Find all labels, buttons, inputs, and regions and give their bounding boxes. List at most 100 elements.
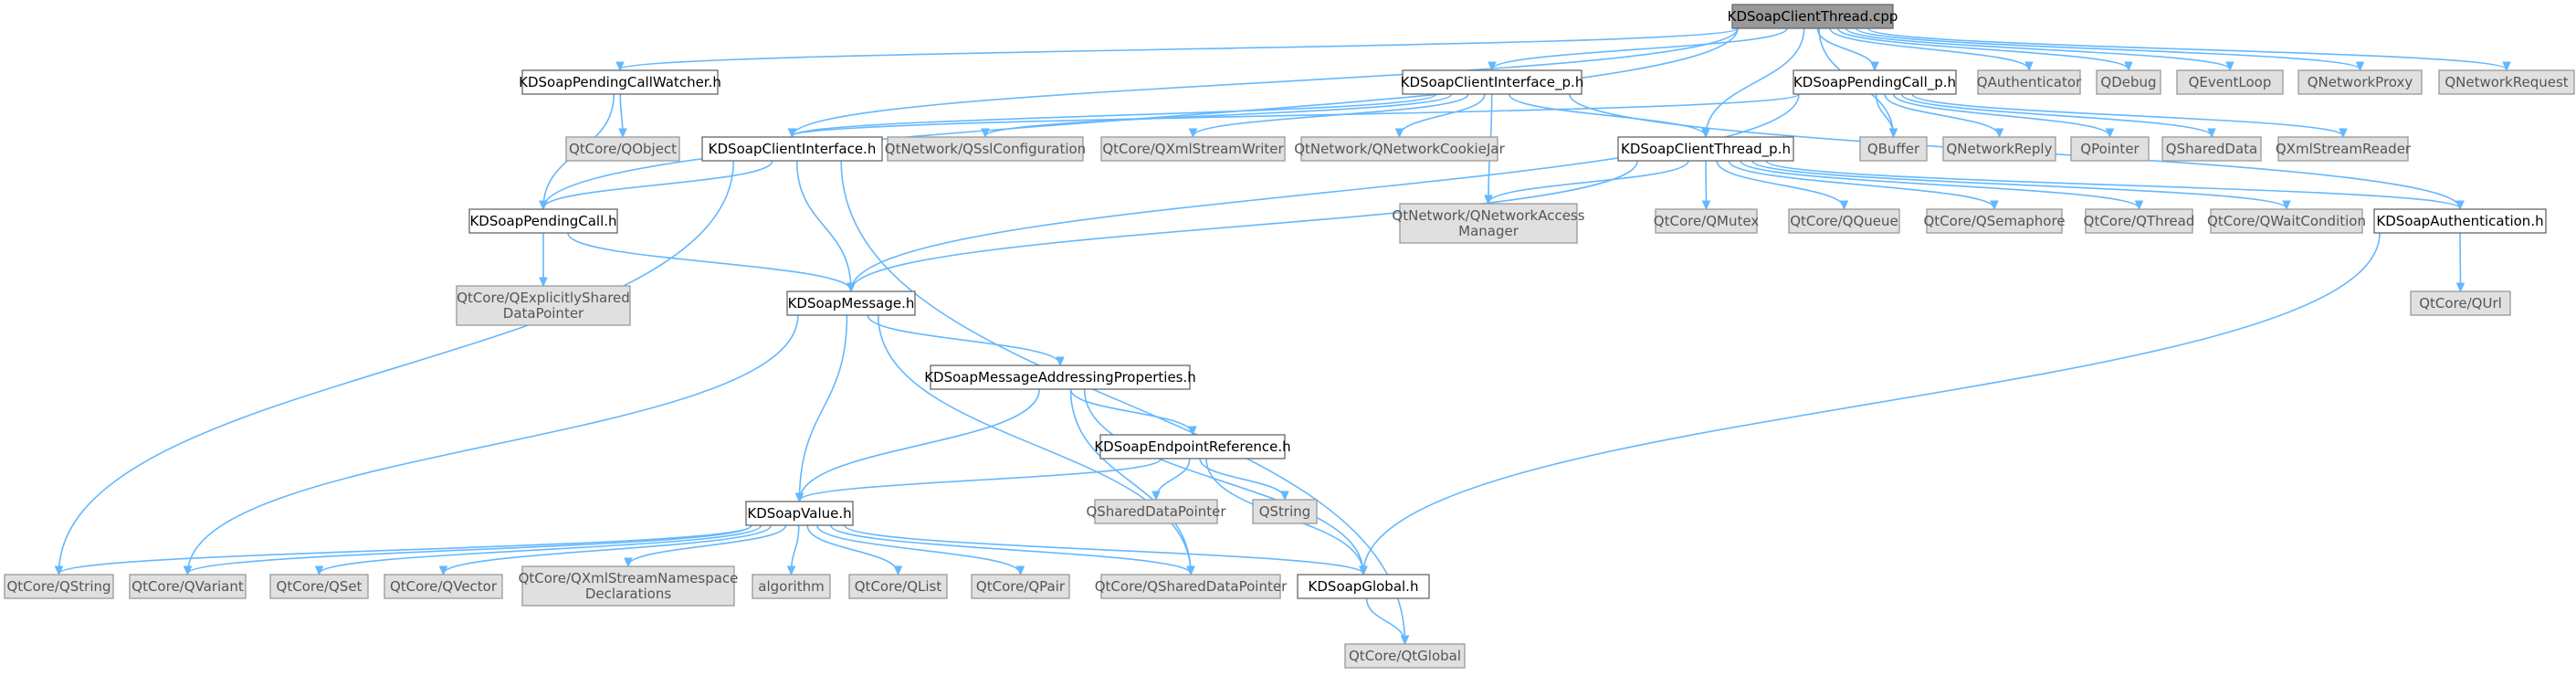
node-label: KDSoapMessage.h bbox=[788, 295, 915, 312]
arrowhead-root-to-qdebug bbox=[2124, 61, 2133, 72]
arrowhead-val-to-qvar bbox=[183, 565, 193, 576]
node-box bbox=[2438, 69, 2575, 95]
edge-root-to-qauth bbox=[1829, 27, 2030, 70]
node-label: QtCore/QVector bbox=[390, 578, 498, 595]
node-label: QtNetwork/QSslConfiguration bbox=[885, 141, 1086, 157]
edge-val-to-qcstr bbox=[58, 524, 752, 575]
node-box bbox=[1977, 69, 2081, 95]
node-glob[interactable]: KDSoapGlobal.h bbox=[1297, 574, 1430, 599]
node-label: KDSoapPendingCallWatcher.h bbox=[519, 74, 721, 90]
arrowhead-ctp-to-qsem bbox=[1990, 200, 1999, 211]
node-cip[interactable]: KDSoapClientInterface_p.h bbox=[1401, 69, 1584, 95]
arrowhead-val-to-qset bbox=[314, 565, 324, 576]
node-box bbox=[1731, 4, 1894, 29]
node-box bbox=[1100, 136, 1286, 162]
edge-root-to-qevl bbox=[1845, 27, 2231, 70]
edge-val-to-qset bbox=[318, 524, 762, 575]
node-label: Manager bbox=[1458, 223, 1519, 239]
node-pcp[interactable]: KDSoapPendingCall_p.h bbox=[1793, 69, 1957, 95]
node-box bbox=[752, 574, 831, 599]
arrowhead-pcp-to-qxsr bbox=[2339, 128, 2348, 139]
node-label: DataPointer bbox=[503, 305, 584, 322]
node-label: QAuthenticator bbox=[1977, 74, 2082, 90]
node-label: QtCore/QMutex bbox=[1654, 213, 1760, 229]
node-label: QtCore/QtGlobal bbox=[1349, 648, 1461, 664]
edge-ctp-to-msg bbox=[850, 160, 1638, 291]
node-qxsw: QtCore/QXmlStreamWriter bbox=[1100, 136, 1286, 162]
edge-pch-to-msg bbox=[567, 232, 852, 291]
node-label: QtCore/QQueue bbox=[1790, 213, 1898, 229]
node-label: KDSoapValue.h bbox=[747, 505, 851, 522]
edge-pcp-to-qsd bbox=[1900, 93, 2213, 137]
node-box bbox=[521, 69, 719, 95]
arrowhead-cih-to-pch bbox=[539, 200, 548, 211]
node-box bbox=[887, 136, 1084, 162]
node-box bbox=[1297, 574, 1430, 599]
node-pcw[interactable]: KDSoapPendingCallWatcher.h bbox=[519, 69, 721, 95]
node-cih[interactable]: KDSoapClientInterface.h bbox=[701, 136, 883, 162]
node-box bbox=[1344, 643, 1466, 669]
node-qtg: QtCore/QtGlobal bbox=[1344, 643, 1466, 669]
edge-ctp-to-auth bbox=[1765, 160, 2461, 209]
node-qurl: QtCore/QUrl bbox=[2410, 290, 2511, 316]
node-label: QtCore/QSemaphore bbox=[1923, 213, 2065, 229]
edge-root-to-qnreq bbox=[1867, 27, 2508, 70]
edge-val-to-qvar bbox=[186, 524, 752, 575]
node-box bbox=[1655, 208, 1758, 234]
node-label: QString bbox=[1259, 503, 1311, 520]
arrowhead-root-to-qnp bbox=[2355, 61, 2365, 72]
node-label: KDSoapAuthentication.h bbox=[2376, 213, 2543, 229]
node-label: Declarations bbox=[585, 586, 671, 602]
node-box bbox=[129, 574, 247, 599]
node-qsem: QtCore/QSemaphore bbox=[1923, 208, 2066, 234]
edge-cih-to-qtg bbox=[840, 160, 1406, 644]
edge-map-to-qcsdp bbox=[1069, 388, 1192, 575]
node-root[interactable]: KDSoapClientThread.cpp bbox=[1728, 4, 1898, 29]
arrowhead-map-to-epr bbox=[1188, 426, 1197, 437]
edge-cip-to-qxsw bbox=[1192, 93, 1469, 137]
node-label: QSharedDataPointer bbox=[1086, 503, 1226, 520]
arrowhead-ctp-to-qnam bbox=[1484, 195, 1493, 206]
node-label: QXmlStreamReader bbox=[2276, 141, 2412, 157]
node-auth[interactable]: KDSoapAuthentication.h bbox=[2373, 208, 2547, 234]
arrowhead-auth-to-qurl bbox=[2455, 282, 2466, 293]
node-label: QtCore/QXmlStreamWriter bbox=[1102, 141, 1284, 157]
edge-msg-to-qcsdp bbox=[877, 314, 1192, 575]
arrowhead-cip-to-qxsw bbox=[1188, 128, 1198, 139]
node-box bbox=[701, 136, 883, 162]
edge-msg-to-qvar bbox=[186, 314, 799, 575]
node-label: QDebug bbox=[2100, 74, 2156, 90]
arrowhead-ctp-to-qthread bbox=[2134, 200, 2144, 211]
node-label: QNetworkProxy bbox=[2308, 74, 2413, 90]
node-label: KDSoapPendingCall_p.h bbox=[1793, 74, 1956, 91]
node-box bbox=[2161, 136, 2262, 162]
edge-ctp-to-qsem bbox=[1728, 160, 1995, 209]
node-label: QBuffer bbox=[1867, 141, 1920, 157]
node-epr[interactable]: KDSoapEndpointReference.h bbox=[1094, 434, 1291, 459]
node-qlist: QtCore/QList bbox=[848, 574, 948, 599]
arrowhead-epr-to-val bbox=[794, 492, 804, 503]
arrowhead-val-to-qvec bbox=[438, 565, 448, 576]
node-val[interactable]: KDSoapValue.h bbox=[745, 501, 854, 526]
node-ctp[interactable]: KDSoapClientThread_p.h bbox=[1617, 136, 1794, 162]
edge-val-to-qlist bbox=[806, 524, 899, 575]
edge-cip-to-qssl bbox=[984, 93, 1453, 137]
node-qsdp: QSharedDataPointer bbox=[1086, 499, 1226, 524]
arrowhead-pcp-to-cih bbox=[787, 128, 797, 139]
node-map[interactable]: KDSoapMessageAddressingProperties.h bbox=[924, 364, 1196, 390]
node-box bbox=[971, 574, 1070, 599]
edge-ctp-to-qnam bbox=[1488, 160, 1689, 204]
arrowhead-pcp-to-qsd bbox=[2207, 128, 2216, 139]
edge-root-to-pcw bbox=[619, 27, 1739, 70]
node-box bbox=[2096, 69, 2161, 95]
node-qcsdp: QtCore/QSharedDataPointer bbox=[1095, 574, 1288, 599]
dependency-nodes: KDSoapClientThread.cppKDSoapPendingCallW… bbox=[4, 4, 2575, 669]
node-pch[interactable]: KDSoapPendingCall.h bbox=[468, 208, 618, 234]
arrowhead-val-to-qcstr bbox=[54, 565, 64, 576]
node-qnrep: QNetworkReply bbox=[1942, 136, 2056, 162]
node-msg[interactable]: KDSoapMessage.h bbox=[786, 290, 916, 316]
node-label: QtNetwork/QNetworkCookieJar bbox=[1294, 141, 1505, 157]
node-qptr: QPointer bbox=[2070, 136, 2150, 162]
arrowhead-msg-to-map bbox=[1056, 356, 1065, 367]
